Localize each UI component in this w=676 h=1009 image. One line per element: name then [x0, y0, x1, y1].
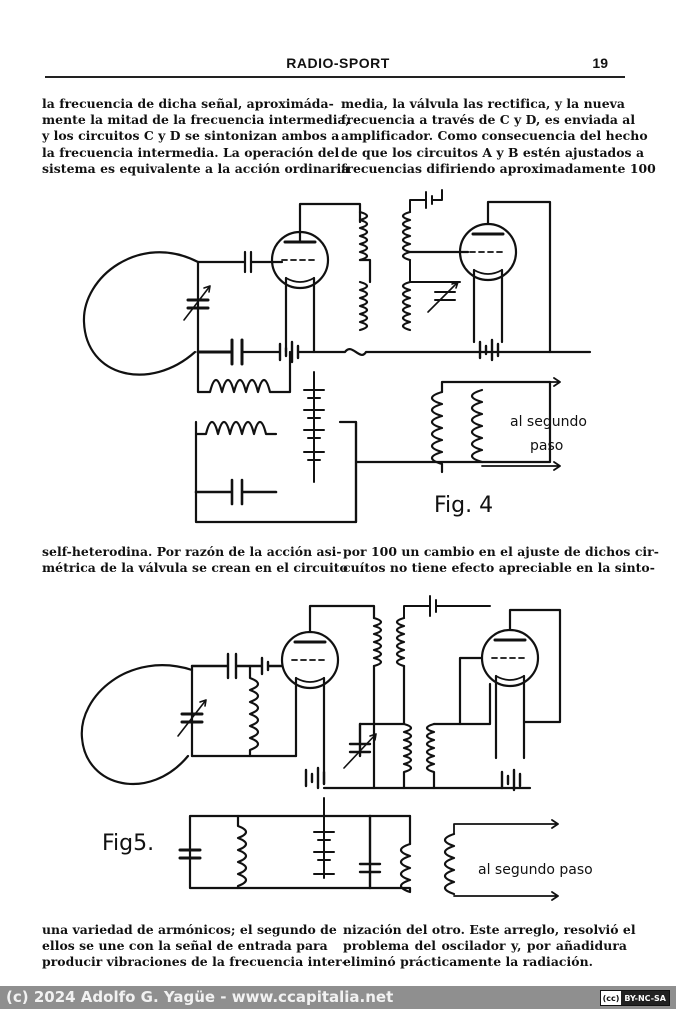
text-column-bottom-left: una variedad de armónicos; el segundo de… — [42, 922, 347, 971]
text-line: frecuencias difiriendo aproximadamente 1… — [341, 160, 656, 176]
text-line: ellos se une con la señal de entrada par… — [42, 938, 328, 954]
text-line: producir vibraciones de la frecuencia in… — [42, 954, 347, 970]
copyright-text: (c) 2024 Adolfo G. Yagüe - www.ccapitali… — [6, 988, 394, 1006]
license-terms: BY-NC-SA — [621, 991, 669, 1005]
text-column-middle-right: por 100 un cambio en el ajuste de dichos… — [343, 544, 659, 576]
text-line: la frecuencia intermedia. La operación d… — [42, 144, 340, 160]
text-line: media, la válvula las rectifica, y la nu… — [341, 96, 625, 111]
header-rule — [45, 76, 625, 78]
text-line: nización del otro. Este arreglo, resolvi… — [343, 922, 636, 937]
text-line: por 100 un cambio en el ajuste de dichos… — [343, 544, 659, 559]
text-column-middle-left: self-heterodina. Por razón de la acción … — [42, 544, 348, 576]
figure-5-output-label: al segundo paso — [478, 862, 593, 878]
text-column-top-right: media, la válvula las rectifica, y la nu… — [341, 96, 656, 177]
page-number: 19 — [592, 55, 608, 71]
license-badge[interactable]: (cc) BY-NC-SA — [599, 990, 670, 1006]
figure-4-schematic: Fig. 4 al segundo paso — [82, 189, 592, 524]
figure-5-schematic: Fig5. al segundo paso — [80, 595, 593, 901]
figure-4-caption: Fig. 4 — [434, 493, 493, 518]
text-line: self-heterodina. Por razón de la acción … — [42, 544, 342, 559]
text-column-bottom-right: nización del otro. Este arreglo, resolvi… — [343, 922, 636, 971]
figure-5: Fig5. al segundo paso — [70, 588, 630, 906]
text-line: eliminó prácticamente la radiación. — [343, 954, 593, 970]
text-line: de que los circuitos A y B estén ajustad… — [341, 144, 645, 160]
figure-4: Fig. 4 al segundo paso — [70, 182, 630, 534]
text-column-top-left: la frecuencia de dicha señal, aproximáda… — [42, 96, 350, 177]
figure-4-output-label: al segundo — [510, 414, 587, 430]
text-line: métrica de la válvula se crean en el cir… — [42, 560, 348, 576]
text-line: sistema es equivalente a la acción ordin… — [42, 160, 350, 176]
running-header-title: RADIO-SPORT — [286, 55, 390, 71]
text-line: la frecuencia de dicha señal, aproximáda… — [42, 96, 334, 111]
text-line: cuítos no tiene efecto apreciable en la … — [343, 560, 655, 576]
figure-4-output-label-2: paso — [530, 438, 563, 454]
text-line: amplificador. Como consecuencia del hech… — [341, 128, 648, 144]
text-line: frecuencia a través de C y D, es enviada… — [341, 112, 636, 128]
cc-icon: (cc) — [600, 993, 622, 1003]
footer-bar — [0, 986, 676, 1009]
text-line: y los circuitos C y D se sintonizan ambo… — [42, 128, 340, 144]
figure-5-caption: Fig5. — [102, 831, 154, 856]
text-line: una variedad de armónicos; el segundo de — [42, 922, 337, 937]
text-line: mente la mitad de la frecuencia intermed… — [42, 112, 350, 128]
text-line: problema del oscilador y, por añadidura — [343, 938, 627, 954]
